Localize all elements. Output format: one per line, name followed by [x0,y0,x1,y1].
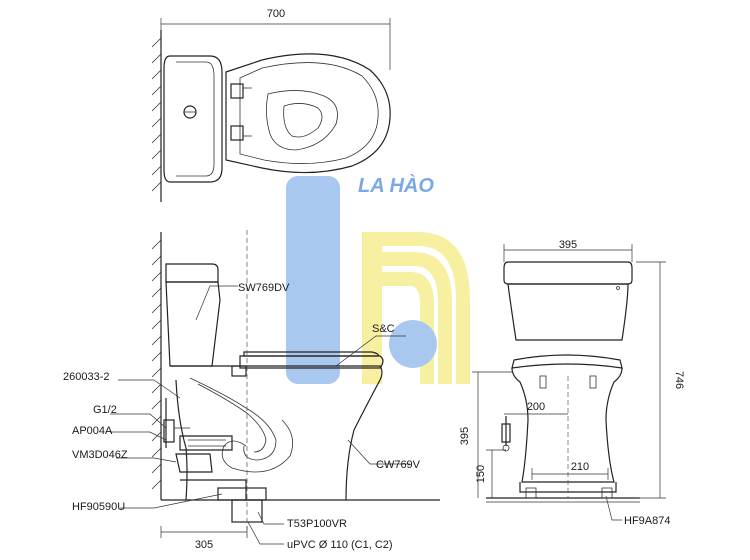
label-thread: G1/2 [93,404,117,416]
plan-view [151,18,391,202]
dim-front-height: 746 [673,371,685,389]
label-drain: T53P100VR [287,518,347,530]
label-pipe: uPVC Ø 110 (C1, C2) [287,539,393,551]
side-view [110,230,440,545]
label-front-fitting: HF9A874 [624,515,670,527]
label-bowl: CW769V [376,459,421,471]
watermark-logo [286,176,470,384]
label-valve-a: 260033-2 [63,371,110,383]
label-fitting: HF90590U [72,501,125,513]
dim-front-width: 395 [559,239,577,251]
dim-offset-200: 200 [527,401,545,413]
label-seat: SW769DV [238,282,290,294]
dim-height-395: 395 [459,427,471,445]
front-view [472,244,666,521]
dim-rough-in: 305 [195,539,213,551]
dim-offset-210: 210 [571,461,589,473]
label-stop-valve: AP004A [72,425,113,437]
label-seat-cover: S&C [372,323,395,335]
watermark-text: LA HÀO [358,174,434,197]
dim-top-width: 700 [267,8,285,20]
label-flush-valve: VM3D046Z [72,449,128,461]
dim-height-150: 150 [475,465,487,483]
